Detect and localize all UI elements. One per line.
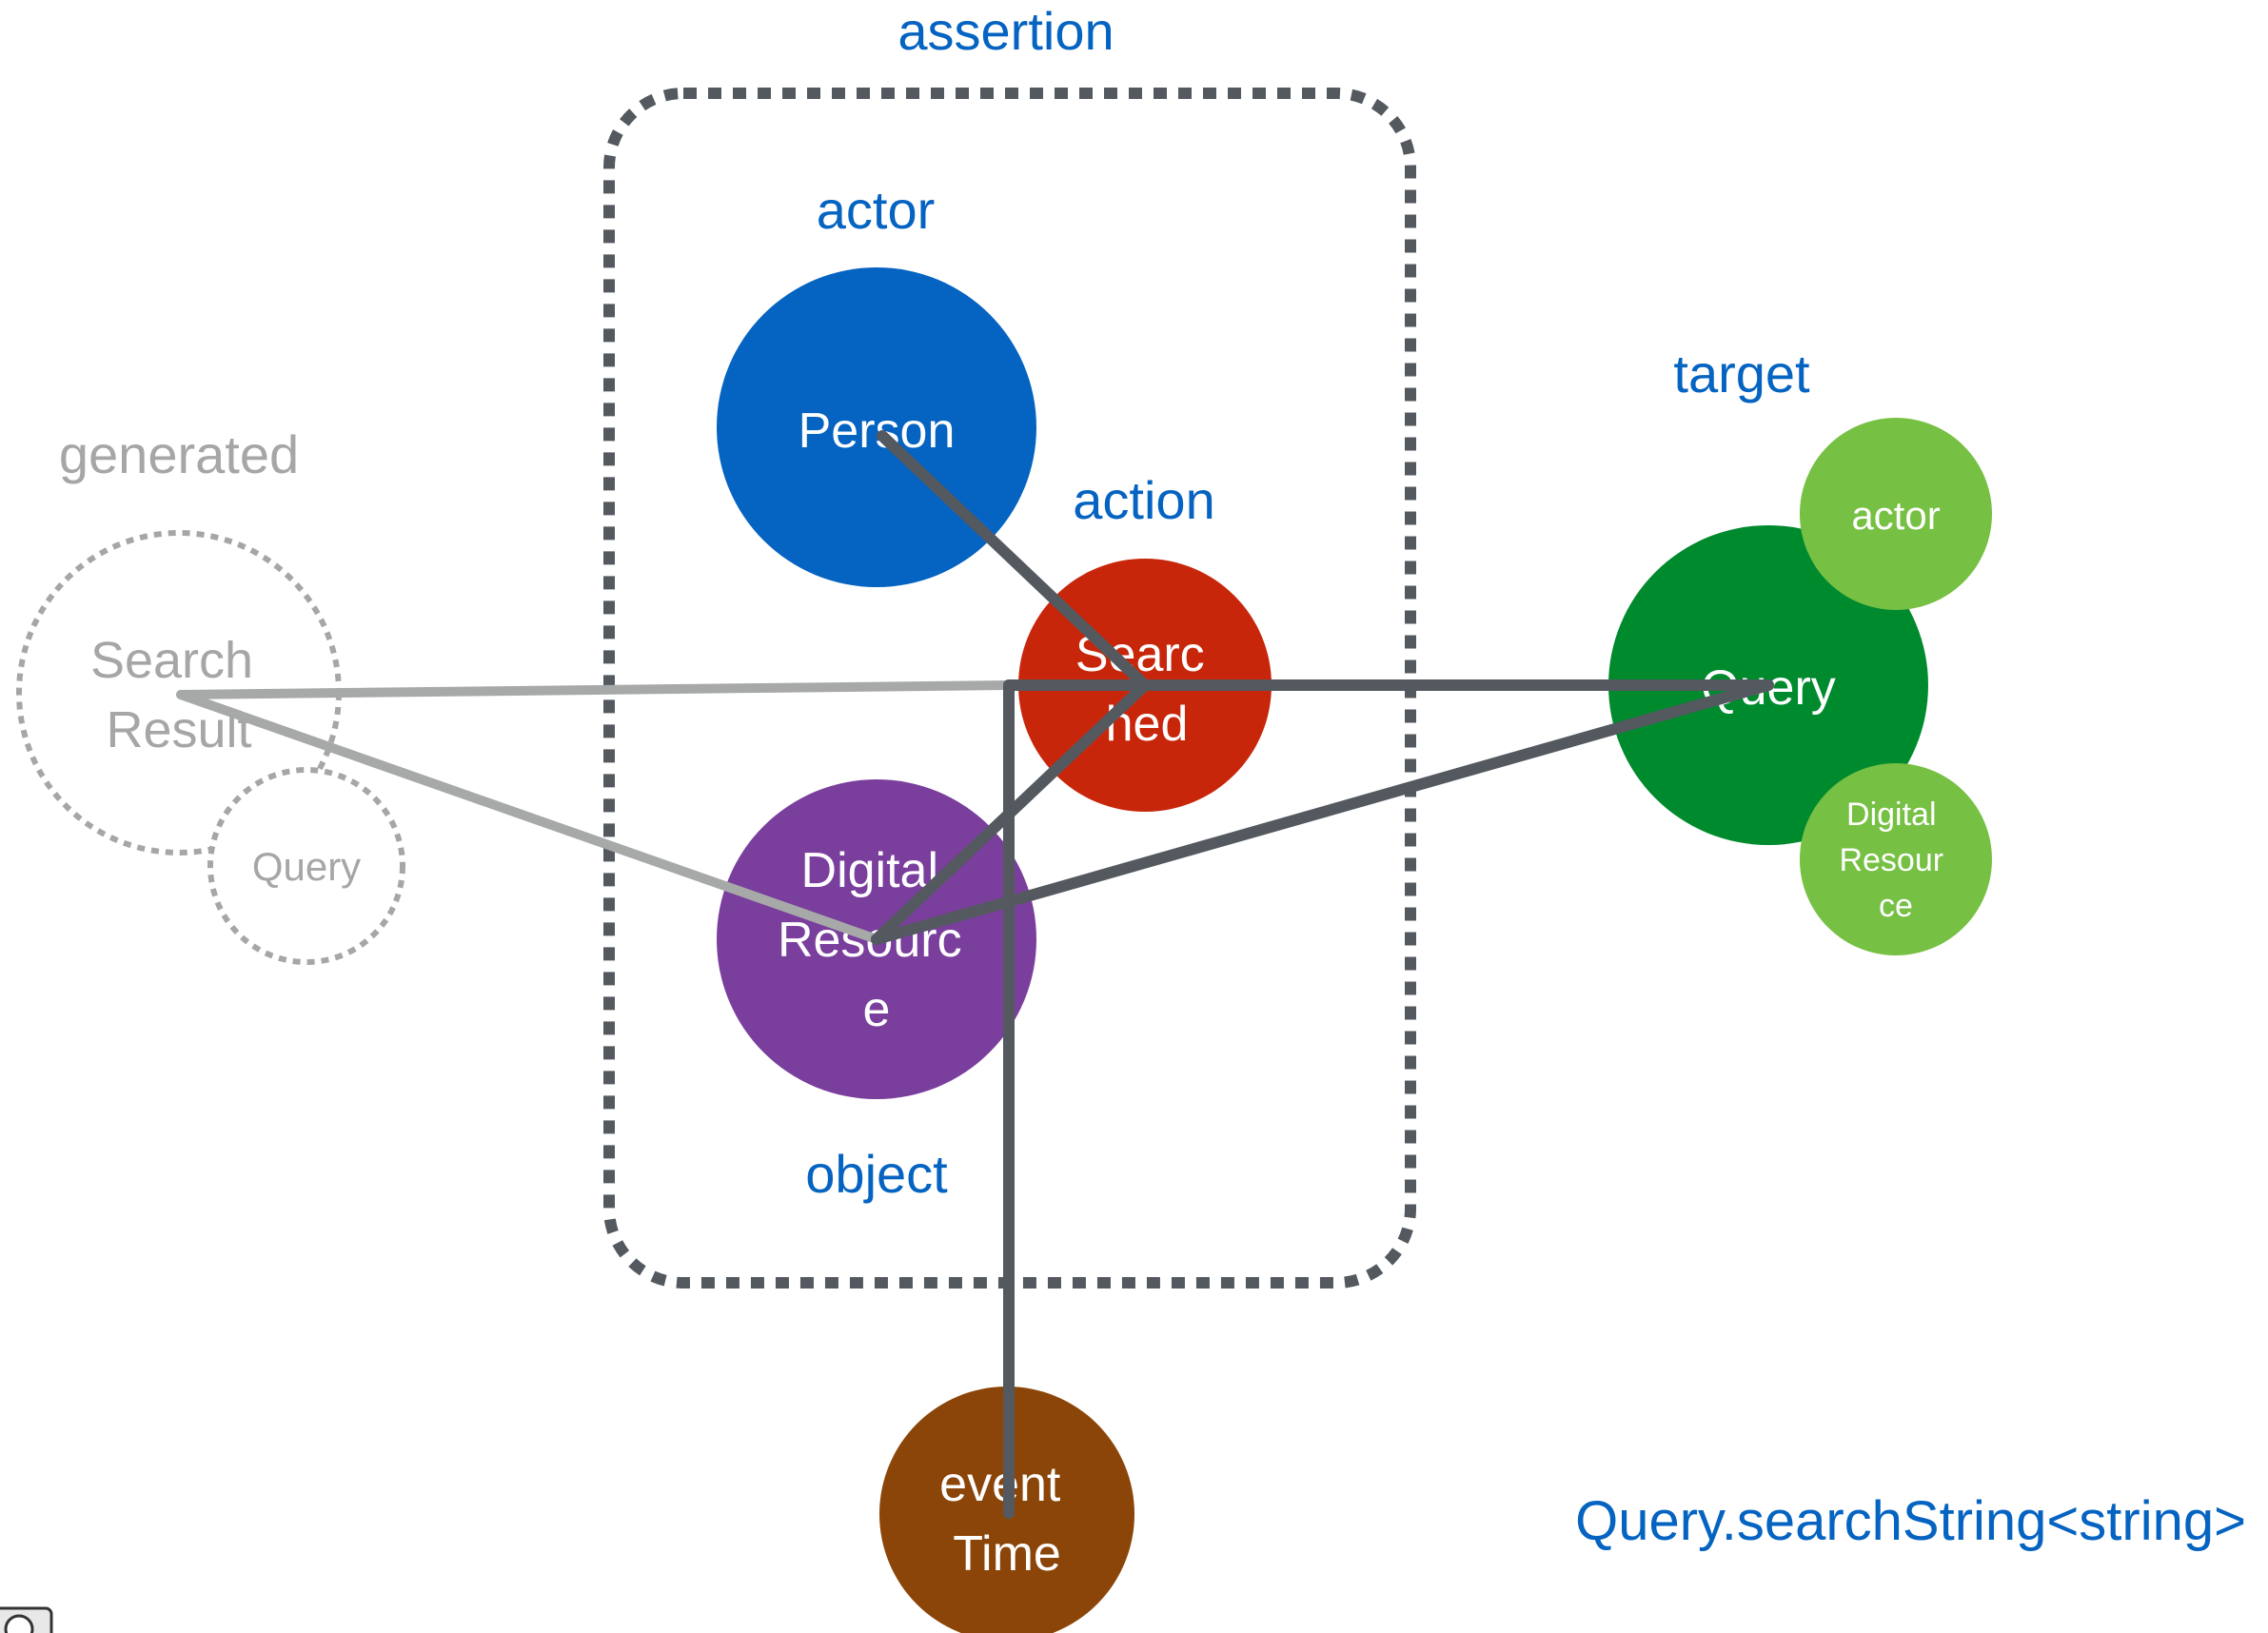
target-digital-resource-node [1800,763,1992,955]
generated-query-label: Query [252,844,361,889]
assertion-label: assertion [897,1,1114,61]
generated-connectors [176,680,1014,944]
generated-label: generated [59,424,299,484]
connector-digital-resource-to-query [871,679,1774,945]
event-time-label: event Time [939,1457,1075,1582]
formula-label: Query.searchString<string> [1575,1490,2246,1552]
object-label: object [805,1144,948,1204]
creative-commons-icon [0,1606,53,1633]
actor-label: actor [817,180,936,240]
target-actor-label: actor [1851,493,1940,538]
target-actor-node [1800,418,1992,610]
search-result-label: Search Result [90,632,267,758]
target-digital-resource-label: Digital Resour ce [1839,797,1952,924]
generated-query-ghost-circle [207,767,405,965]
target-label: target [1673,344,1810,403]
connector-search-result-to-digital-resource [176,690,881,944]
action-label: action [1073,470,1214,530]
connector-search-result-to-hub [176,680,1014,699]
assertion-connectors [871,430,1774,1519]
person-label: Person [799,403,956,459]
connector-person-to-searched [877,430,1151,691]
